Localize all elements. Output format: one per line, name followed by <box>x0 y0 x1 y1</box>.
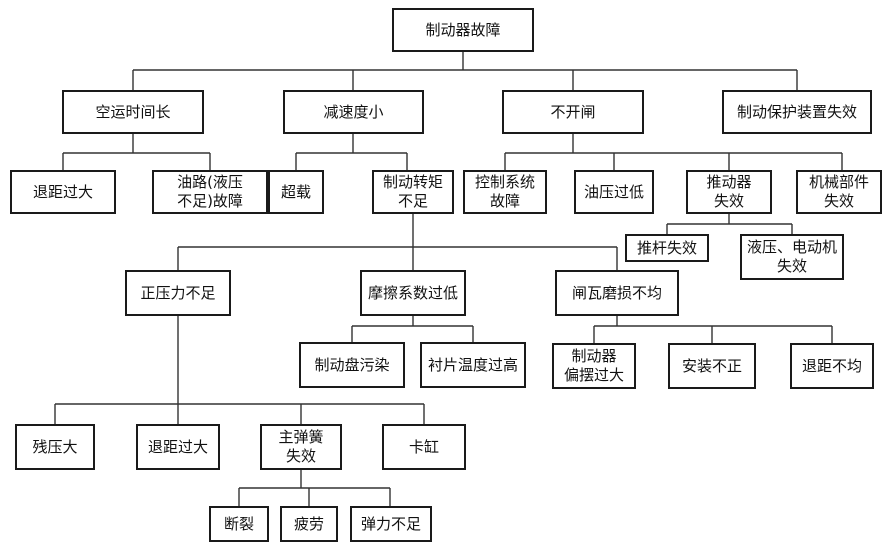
node-protection-fail: 制动保护装置失效 <box>722 90 872 134</box>
node-overload: 超载 <box>268 170 324 214</box>
node-large-gap: 退距过大 <box>10 170 116 214</box>
node-residual-pressure: 残压大 <box>15 424 95 470</box>
node-not-open: 不开闸 <box>502 90 644 134</box>
node-uneven-wear: 闸瓦磨损不均 <box>555 270 679 316</box>
node-disc-contamination: 制动盘污染 <box>299 342 405 388</box>
connector-long-travel <box>62 134 211 170</box>
node-brake-fault: 制动器故障 <box>392 8 534 52</box>
connector-pusher <box>666 214 793 234</box>
node-low-torque: 制动转矩 不足 <box>372 170 454 214</box>
connector-spring <box>238 470 391 506</box>
node-bad-install: 安装不正 <box>668 343 756 389</box>
node-cylinder-stuck: 卡缸 <box>382 424 466 470</box>
connector-uneven-wear <box>593 316 833 343</box>
connector-pressure <box>54 316 425 424</box>
node-long-travel: 空运时间长 <box>62 90 204 134</box>
node-pusher-fail: 推动器 失效 <box>686 170 772 214</box>
node-fracture: 断裂 <box>209 506 269 542</box>
node-large-gap-2: 退距过大 <box>136 424 220 470</box>
node-fatigue: 疲劳 <box>280 506 338 542</box>
node-low-deceleration: 减速度小 <box>283 90 424 134</box>
connector-low-deceleration <box>295 134 408 170</box>
node-rod-fail: 推杆失效 <box>625 234 709 262</box>
connector-low-torque <box>177 214 618 270</box>
node-control-fault: 控制系统 故障 <box>463 170 547 214</box>
node-motor-fail: 液压、电动机 失效 <box>740 234 844 280</box>
node-spring-fail: 主弹簧 失效 <box>260 424 342 470</box>
connector-not-open <box>504 134 843 170</box>
connector-low-friction <box>351 316 474 342</box>
node-mech-fail: 机械部件 失效 <box>796 170 882 214</box>
node-low-friction: 摩擦系数过低 <box>360 270 466 316</box>
node-low-oil-pressure: 油压过低 <box>574 170 654 214</box>
node-lining-hot: 衬片温度过高 <box>420 342 526 388</box>
connector-root-level1 <box>132 52 798 90</box>
node-brake-swing: 制动器 偏摆过大 <box>552 343 636 389</box>
node-low-elasticity: 弹力不足 <box>350 506 432 542</box>
node-uneven-gap: 退距不均 <box>790 343 874 389</box>
node-oil-fault: 油路(液压 不足)故障 <box>152 170 268 214</box>
node-low-pressure-force: 正压力不足 <box>125 270 231 316</box>
